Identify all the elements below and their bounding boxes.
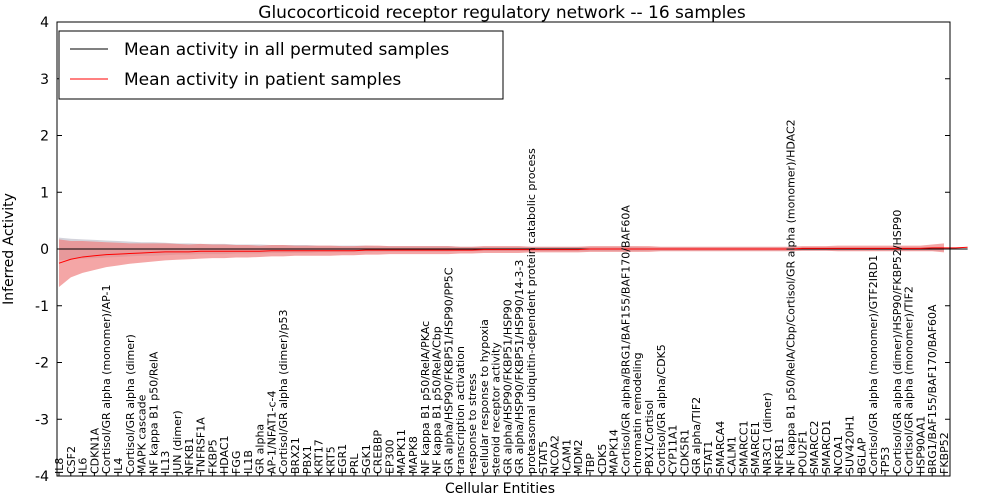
x-category-label: SUV420H1 bbox=[844, 415, 857, 474]
legend-label-patient: Mean activity in patient samples bbox=[124, 70, 401, 90]
x-category-label: response to stress bbox=[466, 373, 479, 474]
x-category-label: Cortisol/GR alpha/BRG1/BAF155/BAF170/BAF… bbox=[619, 205, 632, 474]
x-category-label: MAPK8 bbox=[407, 436, 420, 474]
x-category-label: GR alpha/HSP90/FKBP51/HSP90/14-3-3 bbox=[513, 260, 526, 474]
x-category-label: Cortisol/GR alpha/CDK5 bbox=[655, 344, 668, 474]
x-category-label: BRG1/BAF155/BAF170/BAF60A bbox=[926, 304, 939, 474]
y-tick-label: 3 bbox=[40, 72, 49, 88]
y-tick-label: 1 bbox=[40, 185, 49, 201]
legend-label-permuted: Mean activity in all permuted samples bbox=[124, 40, 449, 60]
x-category-label: Cortisol/GR alpha (monomer)/AP-1 bbox=[100, 284, 113, 474]
x-category-label: JUN (dimer) bbox=[171, 410, 184, 475]
x-category-label: MAPK11 bbox=[395, 429, 408, 474]
x-category-label: NCOA1 bbox=[832, 435, 845, 474]
x-category-label: FKBP5 bbox=[206, 439, 219, 474]
x-category-label: steroid receptor activity bbox=[490, 342, 503, 474]
x-category-label: SMARCA4 bbox=[714, 421, 727, 474]
y-tick-label: -1 bbox=[35, 299, 49, 315]
x-category-label: IL8 bbox=[53, 458, 66, 474]
x-category-label: FKBP52 bbox=[938, 432, 951, 474]
x-category-label: EGR1 bbox=[336, 444, 349, 474]
y-tick-label: 2 bbox=[40, 129, 49, 145]
x-category-label: transcription activation bbox=[454, 346, 467, 474]
x-category-label: CDK5R1 bbox=[678, 429, 691, 474]
x-category-label: IL1B bbox=[242, 450, 255, 474]
x-category-label: IL13 bbox=[159, 451, 172, 474]
x-category-label: GR alpha/HSP90/FKBP51/HSP90 bbox=[501, 299, 514, 474]
x-category-label: MAPK cascade bbox=[136, 394, 149, 474]
y-tick-label: 0 bbox=[40, 242, 49, 258]
x-category-label: CALM1 bbox=[726, 436, 739, 474]
band-patient bbox=[59, 239, 944, 288]
x-category-label: PBX1/Cortisol bbox=[643, 400, 656, 474]
x-category-label: Cortisol/GR alpha (dimer)/HSP90/FKBP52/H… bbox=[891, 210, 904, 474]
x-category-label: proteasomal ubiquitin-dependent protein … bbox=[525, 148, 538, 474]
y-axis-ticks: -4 -3 -2 -1 0 1 2 3 4 bbox=[35, 15, 950, 485]
x-category-label: SMARCE1 bbox=[749, 421, 762, 474]
x-category-label: CDKN1A bbox=[88, 427, 101, 474]
x-category-label: NF kappa B1 p50/RelA/PKAc bbox=[419, 321, 432, 474]
x-category-label: SMARCD1 bbox=[820, 420, 833, 474]
x-category-label: SMARCC1 bbox=[737, 421, 750, 474]
x-category-label: PBX1 bbox=[301, 445, 314, 474]
x-category-label: TNFRSF1A bbox=[195, 417, 208, 475]
x-axis-label: Cellular Entities bbox=[445, 481, 555, 497]
x-category-label: NF kappa B1 p50/RelA/Cbp/Cortisol/GR alp… bbox=[785, 119, 798, 474]
x-category-label: NFKB1 bbox=[773, 438, 786, 474]
y-tick-label: 4 bbox=[40, 15, 49, 31]
x-category-label: STAT1 bbox=[702, 441, 715, 474]
x-category-label: STAT5 bbox=[537, 441, 550, 474]
y-tick-label: -3 bbox=[35, 412, 49, 428]
x-category-label: MDM2 bbox=[572, 440, 585, 474]
x-category-label: cellular response to hypoxia bbox=[478, 319, 491, 474]
x-category-label: IL6 bbox=[77, 458, 90, 474]
x-category-label: GR alpha/HSP90/FKBP51/HSP90/PP5C bbox=[442, 267, 455, 474]
chart-title: Glucocorticoid receptor regulatory netwo… bbox=[258, 3, 746, 23]
x-category-label: NF kappa B1 p50/RelA/Cbp bbox=[431, 326, 444, 474]
legend: Mean activity in all permuted samples Me… bbox=[58, 30, 504, 100]
x-category-label: TP53 bbox=[879, 447, 892, 475]
y-tick-label: -4 bbox=[35, 469, 49, 485]
x-category-label: FGG bbox=[230, 451, 243, 474]
legend-box bbox=[58, 30, 504, 100]
x-category-label: HSP90AA1 bbox=[914, 416, 927, 474]
x-category-label: CDK5 bbox=[596, 444, 609, 474]
x-category-label: NF kappa B1 p50/RelA bbox=[147, 351, 160, 474]
x-category-label: SMARCC2 bbox=[808, 421, 821, 474]
x-category-label: CYP11A1 bbox=[667, 425, 680, 474]
x-category-label: IL4 bbox=[112, 458, 125, 474]
x-category-label: chromatin remodeling bbox=[631, 352, 644, 474]
x-category-label: PRL bbox=[348, 453, 361, 474]
x-category-label: MAPK14 bbox=[608, 429, 621, 474]
x-category-label: Cortisol/GR alpha (monomer)/GTF2IRD1 bbox=[867, 255, 880, 474]
x-category-label: KRT17 bbox=[313, 439, 326, 474]
x-category-label: KRT5 bbox=[324, 446, 337, 474]
x-category-label: TBP bbox=[584, 453, 597, 475]
x-category-label: GR alpha/TIF2 bbox=[690, 397, 703, 474]
x-category-label: NR3C1 (dimer) bbox=[761, 392, 774, 474]
x-category-label: ICAM1 bbox=[560, 439, 573, 474]
x-category-label: AP-1/NFAT1-c-4 bbox=[265, 390, 278, 474]
x-category-label: EP300 bbox=[383, 439, 396, 474]
x-category-label: POU2F1 bbox=[796, 430, 809, 474]
x-category-label: GR alpha bbox=[254, 424, 267, 474]
x-category-label: SGK1 bbox=[360, 444, 373, 474]
x-category-label: NFKB1 bbox=[183, 438, 196, 474]
series-lines bbox=[57, 246, 968, 264]
x-category-label: CSF2 bbox=[65, 446, 78, 474]
y-axis-label: Inferred Activity bbox=[1, 193, 17, 305]
x-category-label: BRX21 bbox=[289, 437, 302, 474]
x-category-label: Cortisol/GR alpha (dimer)/p53 bbox=[277, 310, 290, 475]
series-line-patient bbox=[58, 246, 968, 264]
x-category-label: NCOA2 bbox=[549, 435, 562, 474]
y-tick-label: -2 bbox=[35, 356, 49, 372]
x-category-label: HDAC1 bbox=[218, 435, 231, 474]
x-category-label: Cortisol/GR alpha (monomer)/TIF2 bbox=[903, 286, 916, 474]
x-category-label: BGLAP bbox=[855, 437, 868, 474]
x-category-label: CREBBP bbox=[372, 430, 385, 474]
x-category-label: Cortisol/GR alpha (dimer) bbox=[124, 334, 137, 474]
